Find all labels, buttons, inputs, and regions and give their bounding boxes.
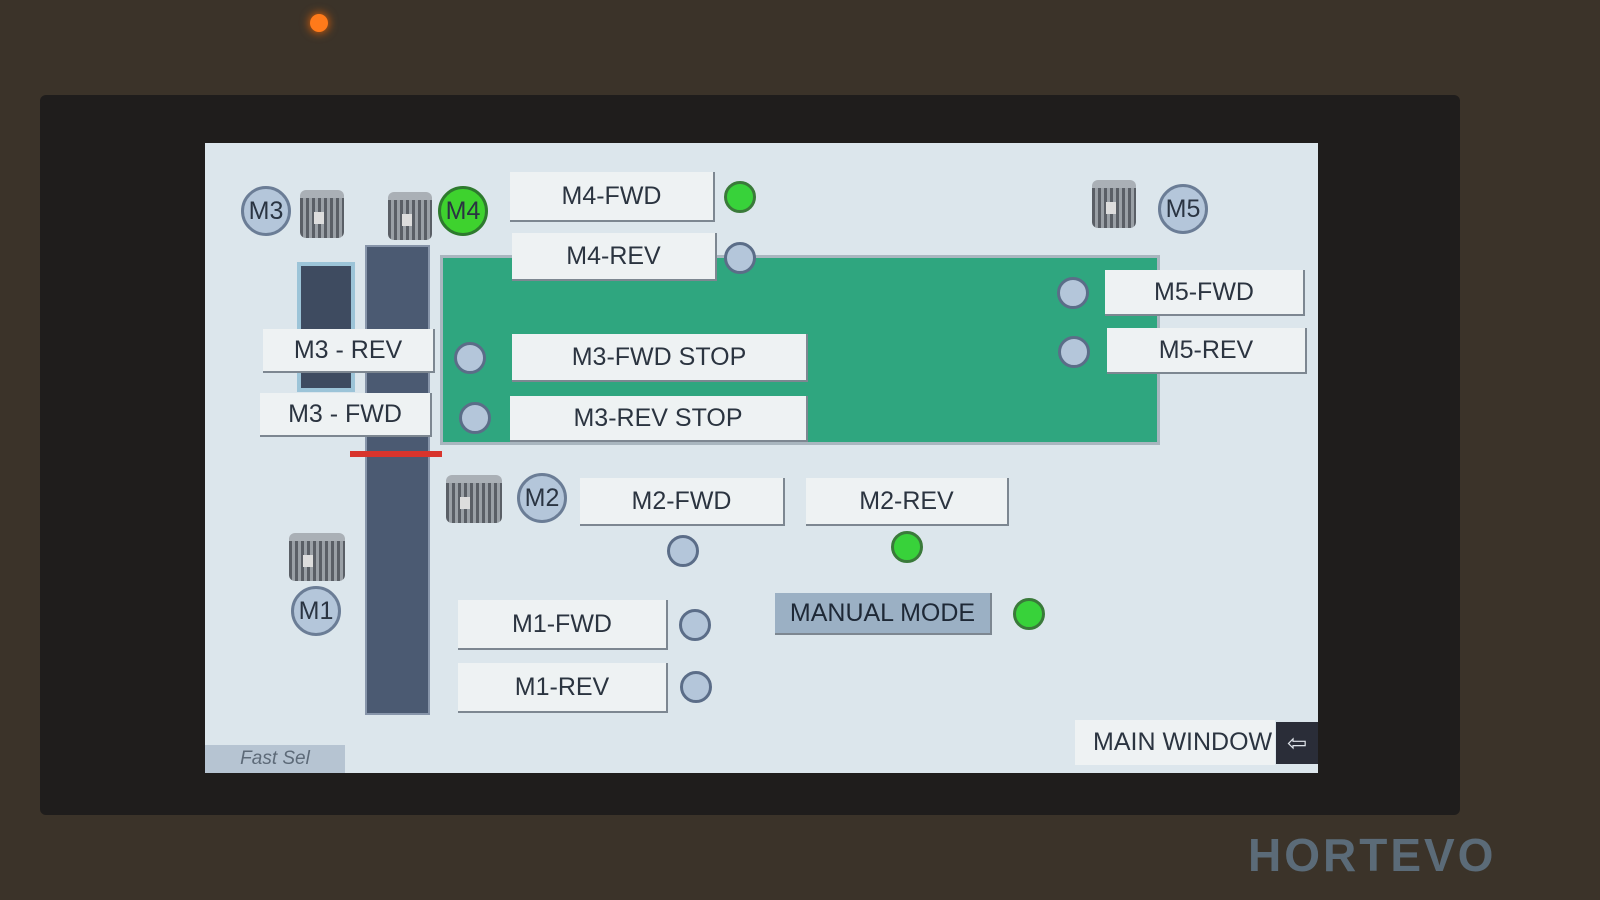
conveyor-m1-vertical: [365, 245, 430, 715]
status-led: [310, 14, 328, 32]
m3-rev-stop-indicator: [459, 402, 491, 434]
m1-fwd-button[interactable]: M1-FWD: [458, 600, 668, 650]
m1-rev-button[interactable]: M1-REV: [458, 663, 668, 713]
main-window-button[interactable]: MAIN WINDOW: [1075, 720, 1275, 765]
m1-fwd-indicator: [679, 609, 711, 641]
motor-m5-icon: [1092, 180, 1136, 228]
watermark-logo: HORTEVO: [1248, 829, 1497, 881]
m2-rev-button[interactable]: M2-REV: [806, 478, 1009, 526]
m4-rev-button[interactable]: M4-REV: [512, 233, 717, 281]
motor-m4-icon: [388, 192, 432, 240]
m3-rev-button[interactable]: M3 - REV: [263, 329, 435, 373]
m2-rev-indicator: [891, 531, 923, 563]
motor-m3-icon: [300, 190, 344, 238]
fast-sel-button[interactable]: Fast Sel: [205, 745, 345, 773]
manual-mode-button[interactable]: MANUAL MODE: [775, 593, 992, 635]
m2-fwd-button[interactable]: M2-FWD: [580, 478, 785, 526]
m5-fwd-indicator: [1057, 277, 1089, 309]
m5-rev-indicator: [1058, 336, 1090, 368]
motor-label-m1: M1: [291, 586, 341, 636]
sensor-bar: [350, 451, 442, 457]
motor-m1-icon: [289, 533, 345, 581]
m3-rev-stop-button[interactable]: M3-REV STOP: [510, 396, 808, 442]
m3-fwd-button[interactable]: M3 - FWD: [260, 393, 432, 437]
m4-rev-indicator: [724, 242, 756, 274]
m1-rev-indicator: [680, 671, 712, 703]
m5-rev-button[interactable]: M5-REV: [1107, 328, 1307, 374]
back-arrow-icon[interactable]: ⇦: [1276, 722, 1318, 764]
m4-fwd-button[interactable]: M4-FWD: [510, 172, 715, 222]
manual-mode-indicator: [1013, 598, 1045, 630]
motor-label-m5: M5: [1158, 184, 1208, 234]
motor-label-m3: M3: [241, 186, 291, 236]
m5-fwd-button[interactable]: M5-FWD: [1105, 270, 1305, 316]
motor-label-m2: M2: [517, 473, 567, 523]
m2-fwd-indicator: [667, 535, 699, 567]
m3-fwd-stop-button[interactable]: M3-FWD STOP: [512, 334, 808, 382]
m4-fwd-indicator: [724, 181, 756, 213]
motor-label-m4: M4: [438, 186, 488, 236]
m3-fwd-stop-indicator: [454, 342, 486, 374]
motor-m2-icon: [446, 475, 502, 523]
